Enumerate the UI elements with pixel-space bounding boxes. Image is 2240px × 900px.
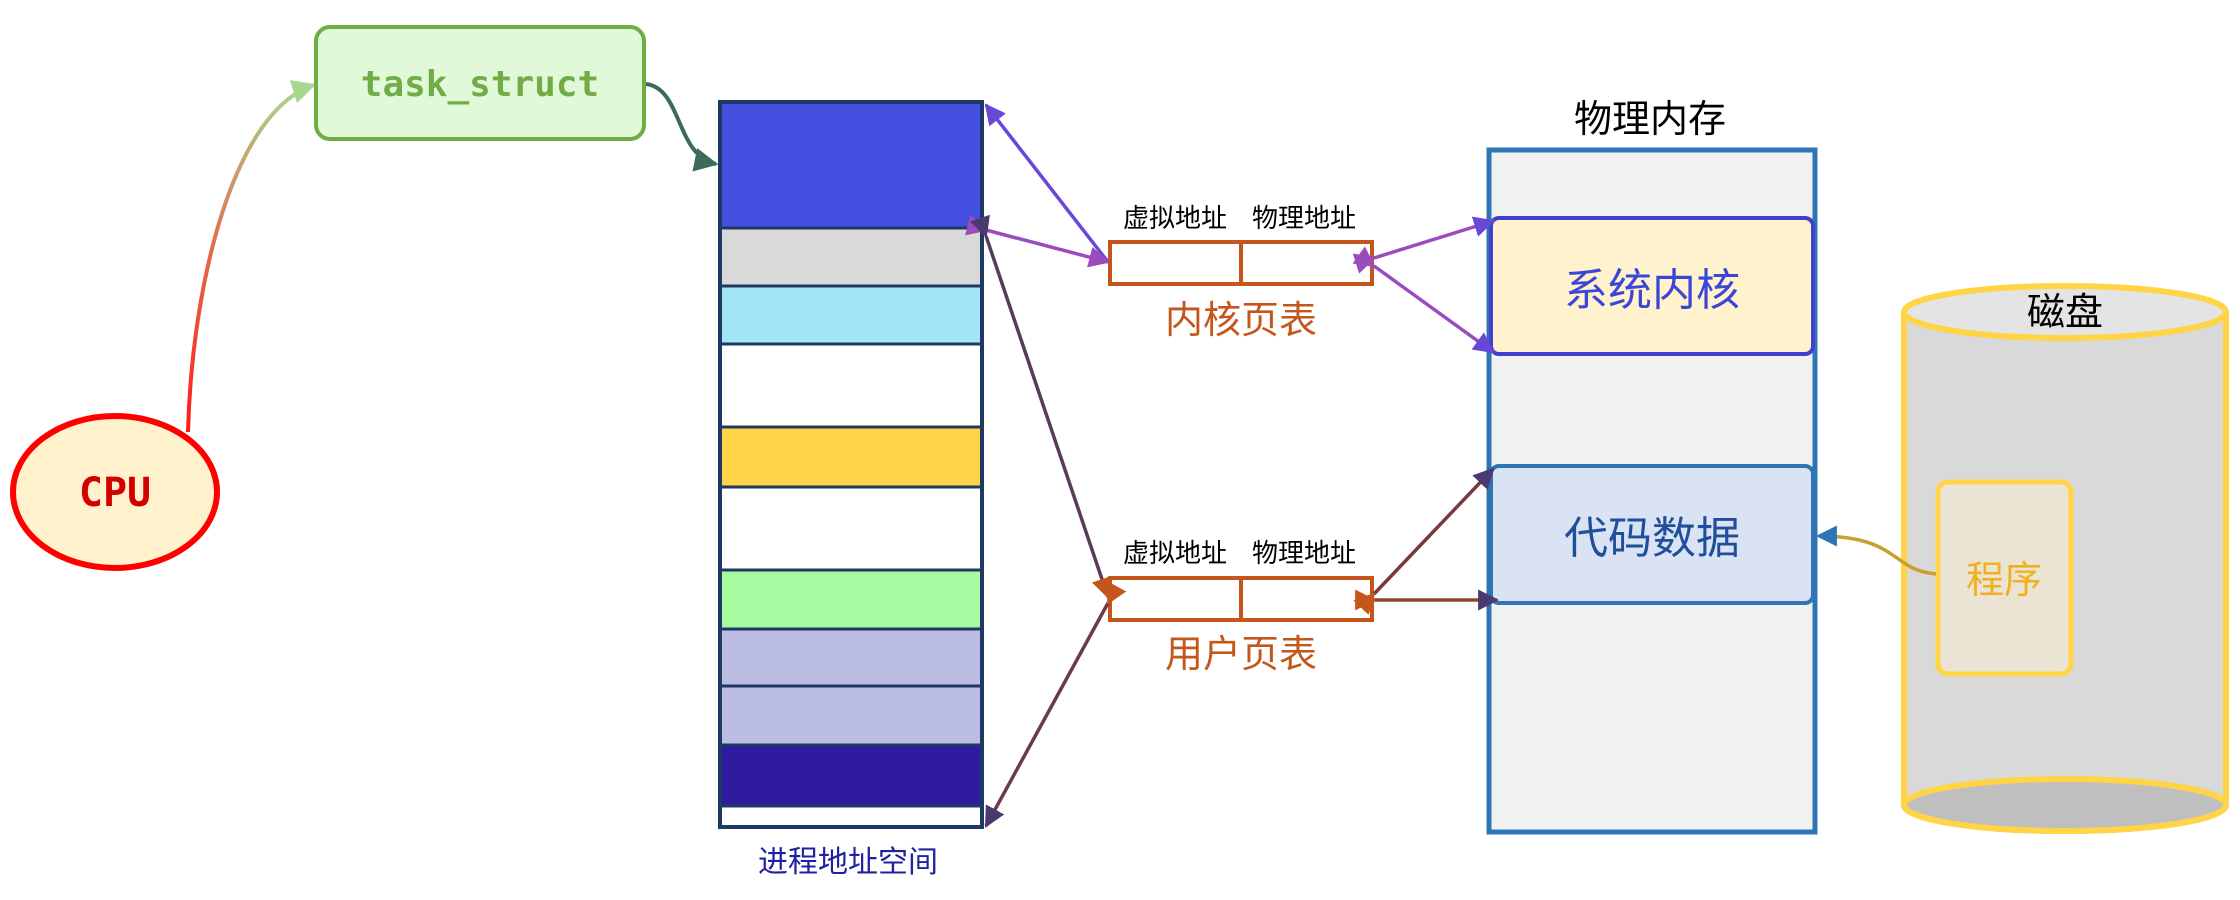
address-space-segment (718, 284, 984, 346)
kernel-virtual-address-header: 虚拟地址 (1123, 204, 1227, 234)
cpu-to-task-arrow (186, 80, 317, 433)
segment-stack (718, 100, 984, 829)
code-data-block-label: 代码数据 (1564, 513, 1740, 564)
physical-memory: 物理内存 系统内核 代码数据 (1486, 97, 1818, 835)
program-to-code-block-arrow (1815, 525, 1937, 576)
physical-memory-label: 物理内存 (1574, 97, 1726, 141)
program-label: 程序 (1966, 558, 2042, 602)
kernel-block-label: 系统内核 (1564, 265, 1740, 316)
process-space-label: 进程地址空间 (758, 845, 938, 880)
disk-label: 磁盘 (2027, 290, 2103, 334)
program-box (1935, 479, 2074, 677)
cpu-node: CPU (10, 413, 220, 571)
address-space-segment (718, 485, 984, 572)
user-page-table: 虚拟地址 物理地址 用户页表 (1108, 539, 1374, 676)
disk-top (1901, 283, 2229, 341)
space-kernel-table-arrow (965, 215, 1111, 268)
cpu-ellipse (10, 413, 220, 571)
user-virtual-address-header: 虚拟地址 (1123, 539, 1227, 569)
user-table-label: 用户页表 (1165, 632, 1317, 676)
address-space-segment (718, 226, 984, 288)
address-space-segment (718, 100, 984, 230)
address-space-segment (718, 342, 984, 429)
kernel-table-to-space-top-arrow (984, 103, 1110, 264)
task-struct-box (314, 25, 646, 141)
address-space-segment (718, 743, 984, 808)
address-space-segment (718, 684, 984, 747)
process-address-space: 进程地址空间 (718, 100, 984, 880)
task-struct-node: task_struct (314, 25, 646, 141)
user-table-to-space-bottom-arrow (984, 581, 1127, 828)
kernel-page-table: 虚拟地址 物理地址 内核页表 (1108, 204, 1374, 342)
disk: 磁盘 程序 (1901, 283, 2229, 834)
cpu-label: CPU (79, 470, 151, 516)
user-table-to-code-block-top-arrow (1353, 467, 1495, 615)
kernel-table-to-kernel-block-bottom-arrow (1352, 246, 1495, 354)
kernel-table-label: 内核页表 (1165, 298, 1317, 342)
address-space-segment (718, 568, 984, 631)
space-to-user-table-arrow (970, 214, 1112, 599)
address-space-segment (718, 425, 984, 489)
address-space-segment (718, 804, 984, 829)
kernel-table-to-kernel-block-top-arrow (1352, 216, 1496, 274)
task-to-space-arrow (645, 82, 719, 172)
kernel-physical-address-header: 物理地址 (1252, 204, 1356, 234)
address-space-segment (718, 627, 984, 688)
task-struct-label: task_struct (361, 64, 599, 105)
user-physical-address-header: 物理地址 (1252, 539, 1356, 569)
disk-bottom (1901, 776, 2229, 834)
